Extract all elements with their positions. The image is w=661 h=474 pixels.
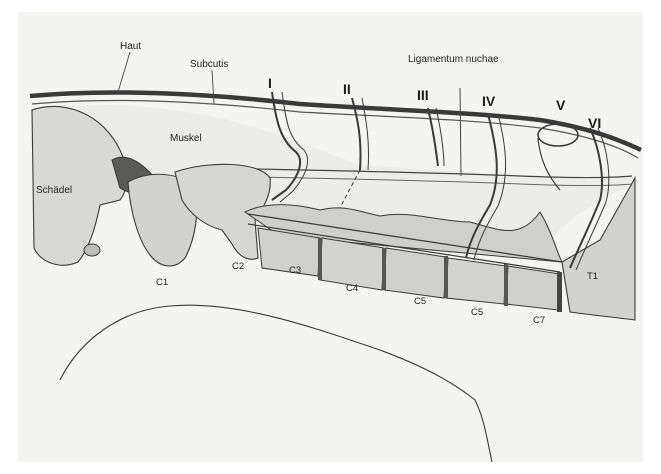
label-band-ii: II xyxy=(343,82,351,96)
label-band-v: V xyxy=(556,98,565,112)
label-schaedel: Schädel xyxy=(36,186,72,196)
label-c2: C2 xyxy=(232,262,244,272)
band-v-loop xyxy=(538,124,578,146)
subcutis-leader xyxy=(212,70,214,104)
label-c5a: C5 xyxy=(414,297,426,307)
vertebra-c7 xyxy=(506,266,560,310)
label-c4: C4 xyxy=(346,284,358,294)
label-muskel: Muskel xyxy=(170,134,202,144)
vertebra-c5a xyxy=(384,248,446,298)
disc xyxy=(318,238,322,280)
label-c5b: C5 xyxy=(471,308,483,318)
skull-foramen xyxy=(84,244,100,256)
disc xyxy=(504,264,508,306)
label-band-vi: VI xyxy=(588,116,601,130)
disc xyxy=(557,272,562,312)
vertebra-c5b xyxy=(446,258,506,304)
label-haut: Haut xyxy=(120,42,141,52)
label-t1: T1 xyxy=(587,272,598,282)
label-ligamentum-nuchae: Ligamentum nuchae xyxy=(408,55,499,65)
disc xyxy=(444,256,448,298)
label-band-i: I xyxy=(268,76,272,90)
label-c3: C3 xyxy=(289,266,301,276)
label-c1: C1 xyxy=(156,278,168,288)
haut-leader xyxy=(118,52,130,92)
throat-outline xyxy=(60,305,492,462)
label-c7: C7 xyxy=(533,316,545,326)
band-iii xyxy=(428,108,438,166)
ligamentum-nuchae-leader xyxy=(460,88,461,176)
label-band-iii: III xyxy=(417,88,429,102)
label-subcutis: Subcutis xyxy=(190,60,228,70)
disc xyxy=(382,248,386,290)
label-band-iv: IV xyxy=(482,94,495,108)
